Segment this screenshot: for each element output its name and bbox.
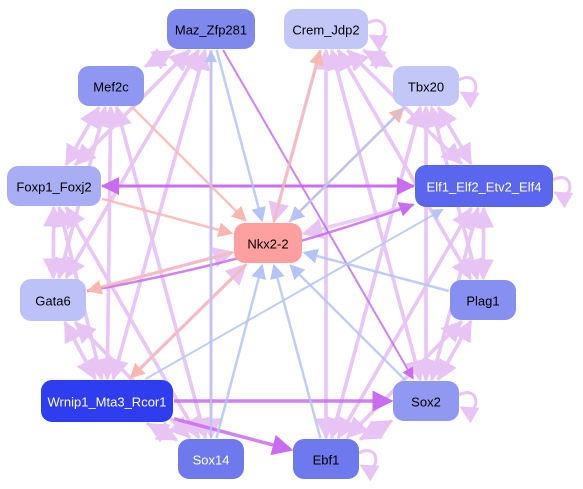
- node-sox14[interactable]: Sox14: [178, 439, 244, 479]
- edge-sox14-to-nkx22: [215, 263, 266, 439]
- edge-wrnip1-to-gata6: [64, 320, 97, 380]
- edge-mef2c-to-maz: [144, 50, 174, 70]
- edge-sox14-to-mef2c: [111, 105, 208, 439]
- node-ebf1-box: [293, 439, 359, 479]
- node-foxp1-box: [7, 166, 101, 206]
- node-wrnip1-box: [41, 380, 173, 422]
- node-elf1-box: [415, 165, 553, 207]
- edge-nkx22-to-gata6: [86, 251, 234, 295]
- node-tbx20-box: [393, 66, 459, 106]
- edge-plag1-to-elf1: [473, 206, 495, 280]
- node-tbx20[interactable]: Tbx20: [393, 66, 459, 106]
- node-crem-box: [284, 9, 368, 49]
- edge-nkx22-to-wrnip1: [129, 263, 248, 379]
- edge-nkx22-to-crem: [272, 49, 324, 223]
- edge-wrnip1-to-mef2c: [99, 105, 121, 380]
- node-ebf1[interactable]: Ebf1: [293, 439, 359, 479]
- node-gata6[interactable]: Gata6: [20, 279, 86, 321]
- edge-gata6-to-foxp1: [43, 205, 65, 279]
- node-nkx22[interactable]: Nkx2-2: [234, 223, 302, 263]
- node-sox2[interactable]: Sox2: [393, 381, 459, 421]
- edge-maz-to-nkx22: [215, 49, 266, 223]
- node-gata6-box: [20, 279, 86, 321]
- edge-sox2-to-plag1: [436, 319, 472, 381]
- edge-sox2-to-nkx22: [289, 264, 406, 381]
- edge-plag1-to-nkx22: [302, 248, 450, 293]
- node-wrnip1[interactable]: Wrnip1_Mta3_Rcor1: [41, 380, 173, 422]
- self-loop-tbx20: [458, 76, 480, 109]
- node-maz[interactable]: Maz_Zfp281: [167, 9, 255, 49]
- node-plag1-box: [450, 280, 516, 320]
- edge-maz-to-sox2: [222, 49, 414, 380]
- self-loop-elf1: [552, 176, 574, 209]
- edge-tbx20-to-nkx22: [289, 106, 406, 222]
- node-foxp1[interactable]: Foxp1_Foxj2: [7, 166, 101, 206]
- node-mef2c-box: [78, 66, 144, 106]
- edge-wrnip1-to-ebf1: [173, 417, 294, 456]
- node-crem[interactable]: Crem_Jdp2: [284, 9, 368, 49]
- self-loop-ebf1: [358, 449, 380, 482]
- edge-ebf1-to-sox2: [359, 420, 394, 441]
- node-plag1[interactable]: Plag1: [450, 280, 516, 320]
- node-sox2-box: [393, 381, 459, 421]
- edge-mef2c-to-nkx22: [131, 106, 247, 222]
- edge-tbx20-to-crem: [363, 50, 393, 70]
- edge-sox14-to-wrnip1: [146, 423, 178, 443]
- node-mef2c[interactable]: Mef2c: [78, 66, 144, 106]
- node-sox14-box: [178, 439, 244, 479]
- edge-elf1-to-nkx22: [301, 202, 415, 239]
- edge-ebf1-to-nkx22: [270, 263, 322, 439]
- edge-wrnip1-to-elf1: [145, 209, 444, 380]
- self-loop-sox2: [458, 391, 480, 424]
- edge-ebf1-to-tbx20: [329, 105, 426, 439]
- self-loops-layer: [358, 19, 574, 482]
- self-loop-crem: [367, 19, 389, 52]
- node-nkx22-box: [234, 223, 302, 263]
- edge-wrnip1-to-maz: [111, 48, 210, 380]
- node-maz-box: [167, 9, 255, 49]
- edge-foxp1-to-nkx22: [101, 197, 234, 238]
- node-elf1[interactable]: Elf1_Elf2_Etv2_Elf4: [415, 165, 553, 207]
- edge-ebf1-to-plag1: [345, 320, 463, 440]
